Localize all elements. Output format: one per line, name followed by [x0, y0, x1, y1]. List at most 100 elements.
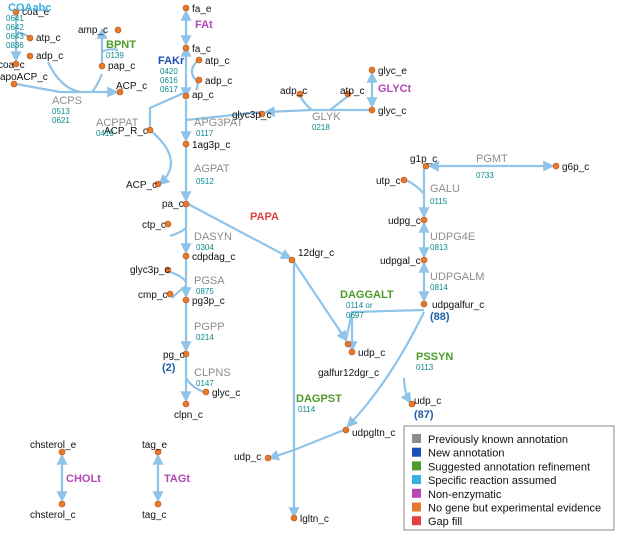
node-udpgltn_c — [342, 426, 350, 434]
node-g1p_c — [422, 162, 430, 170]
node-fa_e — [182, 4, 190, 12]
legend-swatch — [412, 516, 421, 526]
rxn-daggalt: DAGGALT — [340, 289, 394, 301]
rxn-acps: ACPS — [52, 95, 82, 107]
met-adp_c-glyk: adp_c — [280, 86, 307, 97]
node-pg_c — [182, 350, 190, 358]
met-1ag3p_c: 1ag3p_c — [192, 140, 230, 151]
gene-pssyn-1: 0113 — [416, 363, 434, 372]
legend-swatch — [412, 475, 421, 485]
node-coa_e — [12, 8, 20, 16]
met-pg_c: pg_c — [163, 350, 185, 361]
met-fa_e: fa_e — [192, 4, 212, 15]
legend-label: Suggested annotation refinement — [428, 461, 590, 473]
gene-clpns-1: 0147 — [196, 379, 214, 388]
gene-apg3pat-1: 0117 — [196, 129, 214, 138]
met-ctp_c: ctp_c — [142, 220, 166, 231]
gene-pgsa-1: 0875 — [196, 287, 214, 296]
edge-daggalt-side — [344, 308, 425, 341]
rxn-acppat: ACPPAT — [96, 117, 139, 129]
node-cmp_c — [166, 290, 174, 298]
met-udp_c-daggalt: udp_c — [358, 348, 385, 359]
count-udpgalfur_c: (88) — [430, 311, 450, 323]
rxn-dagpst: DAGPST — [296, 393, 342, 405]
gene-daggalt-1: 0114 or — [346, 301, 373, 310]
edge-acps-side — [47, 61, 81, 94]
rxn-apg3pat: APG3PAT — [194, 117, 243, 129]
met-chsterol_e: chsterol_e — [30, 440, 77, 451]
met-adp_c-coa: adp_c — [36, 51, 63, 62]
legend-swatch — [412, 488, 421, 498]
met-cmp_c: cmp_c — [138, 290, 167, 301]
node-glyc_c-clpns — [202, 388, 210, 396]
met-glyc_c: glyc_c — [378, 106, 406, 117]
node-12dgr_c — [288, 256, 296, 264]
met-atp_c: atp_c — [205, 56, 229, 67]
edge-pssyn-udp — [400, 377, 412, 404]
met-udpgltn_c: udpgltn_c — [352, 428, 395, 439]
met-udpg_c: udpg_c — [388, 216, 421, 227]
node-tag_e — [154, 448, 162, 456]
met-apoACP_c: apoACP_c — [0, 72, 48, 83]
edge-bpnt-side — [101, 48, 119, 53]
met-pg3p_c: pg3p_c — [192, 296, 225, 307]
rxn-papa: PAPA — [250, 211, 279, 223]
met-atp_c-coa: atp_c — [36, 33, 60, 44]
node-ctp_c — [164, 220, 172, 228]
gene-bpnt-1: 0139 — [106, 51, 124, 60]
edge-pgsa-side — [169, 270, 187, 283]
edge-papa — [187, 203, 292, 260]
met-coa_e: coa_e — [22, 7, 50, 18]
gene-coaabc-3: 0643 — [6, 32, 24, 41]
met-amp_c: amp_c — [78, 25, 108, 36]
met-glyc_c-clpns: glyc_c — [212, 388, 240, 399]
gene-coaabc-1: 0641 — [6, 14, 24, 23]
met-udpgalfur_c: udpgalfur_c — [432, 300, 484, 311]
node-adp_c-top — [195, 76, 203, 84]
count-pg_c: (2) — [162, 362, 176, 374]
node-clpn_c — [182, 400, 190, 408]
node-pap_c — [98, 62, 106, 70]
gene-pgpp-1: 0214 — [196, 333, 214, 342]
gene-dagpst-1: 0114 — [298, 405, 316, 414]
node-galfur12dgr_c — [344, 340, 352, 348]
gene-coaabc-2: 0642 — [6, 23, 24, 32]
node-chsterol_e — [58, 448, 66, 456]
gene-coaabc-4: 0836 — [6, 41, 24, 50]
node-g6p_c — [552, 162, 560, 170]
gene-udpgalm-1: 0814 — [430, 283, 448, 292]
node-pa_c — [182, 200, 190, 208]
met-glyc_e: glyc_e — [378, 66, 407, 77]
node-atp_c-coa — [26, 34, 34, 42]
met-glyc3p_c: glyc3p_c — [232, 110, 271, 121]
node-glyc_c — [368, 106, 376, 114]
edge-acppat — [148, 90, 187, 128]
met-ACP_c: ACP_c — [116, 81, 147, 92]
rxn-bpnt: BPNT — [106, 39, 136, 51]
node-udpg_c — [420, 216, 428, 224]
node-udpgal_c — [420, 256, 428, 264]
gene-galu-1: 0115 — [430, 197, 448, 206]
met-pa_c: pa_c — [162, 199, 184, 210]
rxn-glyct: GLYCt — [378, 83, 412, 95]
node-adp_c-coa — [26, 52, 34, 60]
rxn-coaabc: COAabc — [8, 2, 51, 14]
node-amp_c — [114, 26, 122, 34]
node-udpgalfur_c — [420, 300, 428, 308]
rxn-pgsa: PGSA — [194, 275, 225, 287]
met-g1p_c: g1p_c — [410, 154, 437, 165]
node-ACP_R_c — [146, 126, 154, 134]
edge-pssyn — [346, 311, 425, 428]
edge-glyk-side — [299, 95, 313, 111]
edge-acps — [15, 82, 119, 98]
rxn-pgmt: PGMT — [476, 153, 508, 165]
legend-swatch — [412, 447, 421, 457]
met-atp_c-glyk: atp_c — [340, 86, 364, 97]
legend-label: Gap fill — [428, 516, 462, 528]
rxn-pgpp: PGPP — [194, 321, 225, 333]
met-g6p_c: g6p_c — [562, 162, 589, 173]
gene-fakr-2: 0616 — [160, 76, 178, 85]
met-adp_c: adp_c — [205, 76, 232, 87]
rxn-galu: GALU — [430, 183, 460, 195]
